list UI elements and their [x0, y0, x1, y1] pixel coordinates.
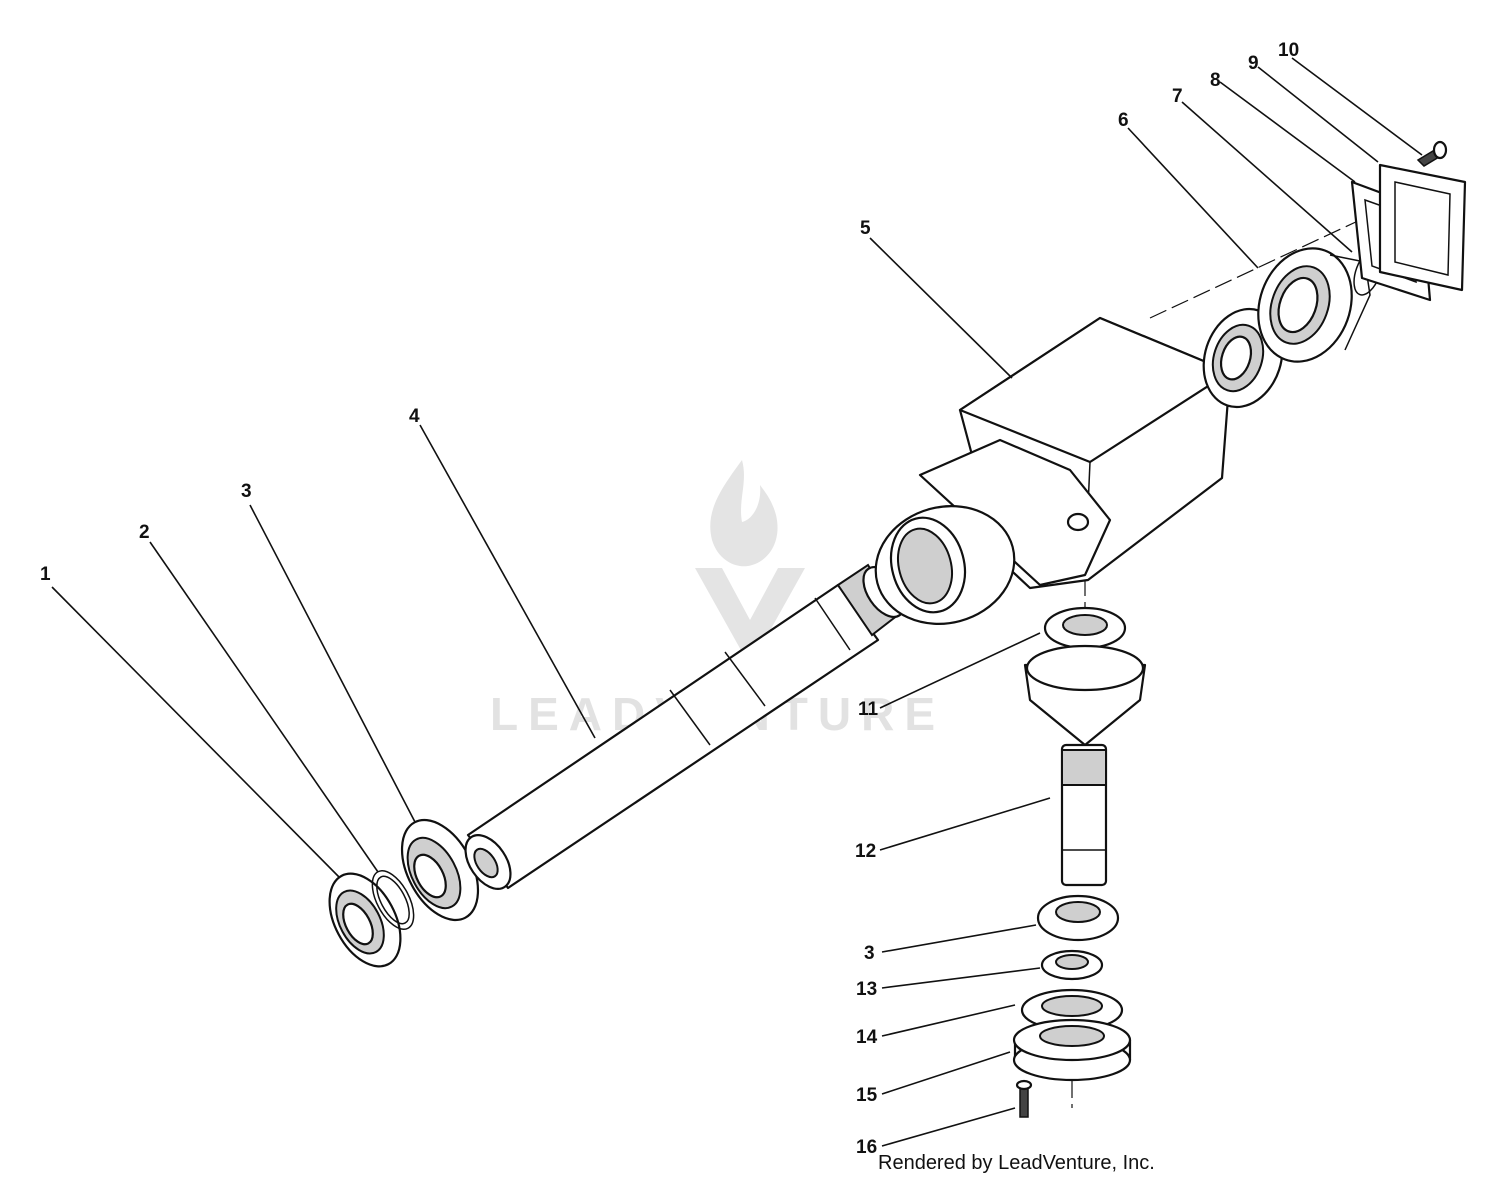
leader-lines [51, 57, 1423, 1147]
part-12-pinion-shaft [1060, 743, 1108, 887]
part-14-retainer [1020, 988, 1124, 1032]
callout-12: 12 [855, 841, 876, 862]
part-15-flange [1012, 1018, 1132, 1082]
callout-14: 14 [856, 1027, 878, 1048]
callout-8: 8 [1210, 70, 1221, 91]
callout-3: 3 [241, 481, 252, 502]
callout-6: 6 [1118, 110, 1129, 131]
callout-11: 11 [858, 699, 879, 720]
credit-text: Rendered by LeadVenture, Inc. [878, 1152, 1155, 1174]
part-3-bearing-upper [400, 818, 480, 922]
callout-2: 2 [139, 522, 150, 543]
callout-labels: 1 2 3 4 5 6 7 8 9 10 11 12 3 13 14 15 16 [40, 40, 1299, 1158]
callout-5: 5 [860, 218, 871, 239]
callout-16: 16 [856, 1137, 877, 1158]
callout-13: 13 [856, 979, 877, 1000]
callout-15: 15 [856, 1085, 878, 1106]
callout-1: 1 [40, 564, 51, 585]
part-3-bearing-lower [1036, 894, 1120, 942]
part-5-gearbox-housing [874, 316, 1232, 625]
callout-9: 9 [1248, 53, 1259, 74]
flame-v-logo-icon [695, 460, 805, 652]
part-9-cover-plate [1378, 163, 1467, 292]
part-1-oil-seal [328, 872, 402, 968]
callout-4: 4 [409, 406, 420, 427]
part-13-seal [1040, 949, 1104, 981]
part-10-cap-screw [1416, 140, 1448, 167]
part-6-bevel-gear [1257, 247, 1371, 363]
callout-10: 10 [1278, 40, 1299, 61]
callout-3-lower: 3 [864, 943, 875, 964]
part-11-bearing-gear-set [1023, 606, 1147, 747]
callout-7: 7 [1172, 86, 1183, 107]
part-16-bolt [1015, 1079, 1033, 1118]
